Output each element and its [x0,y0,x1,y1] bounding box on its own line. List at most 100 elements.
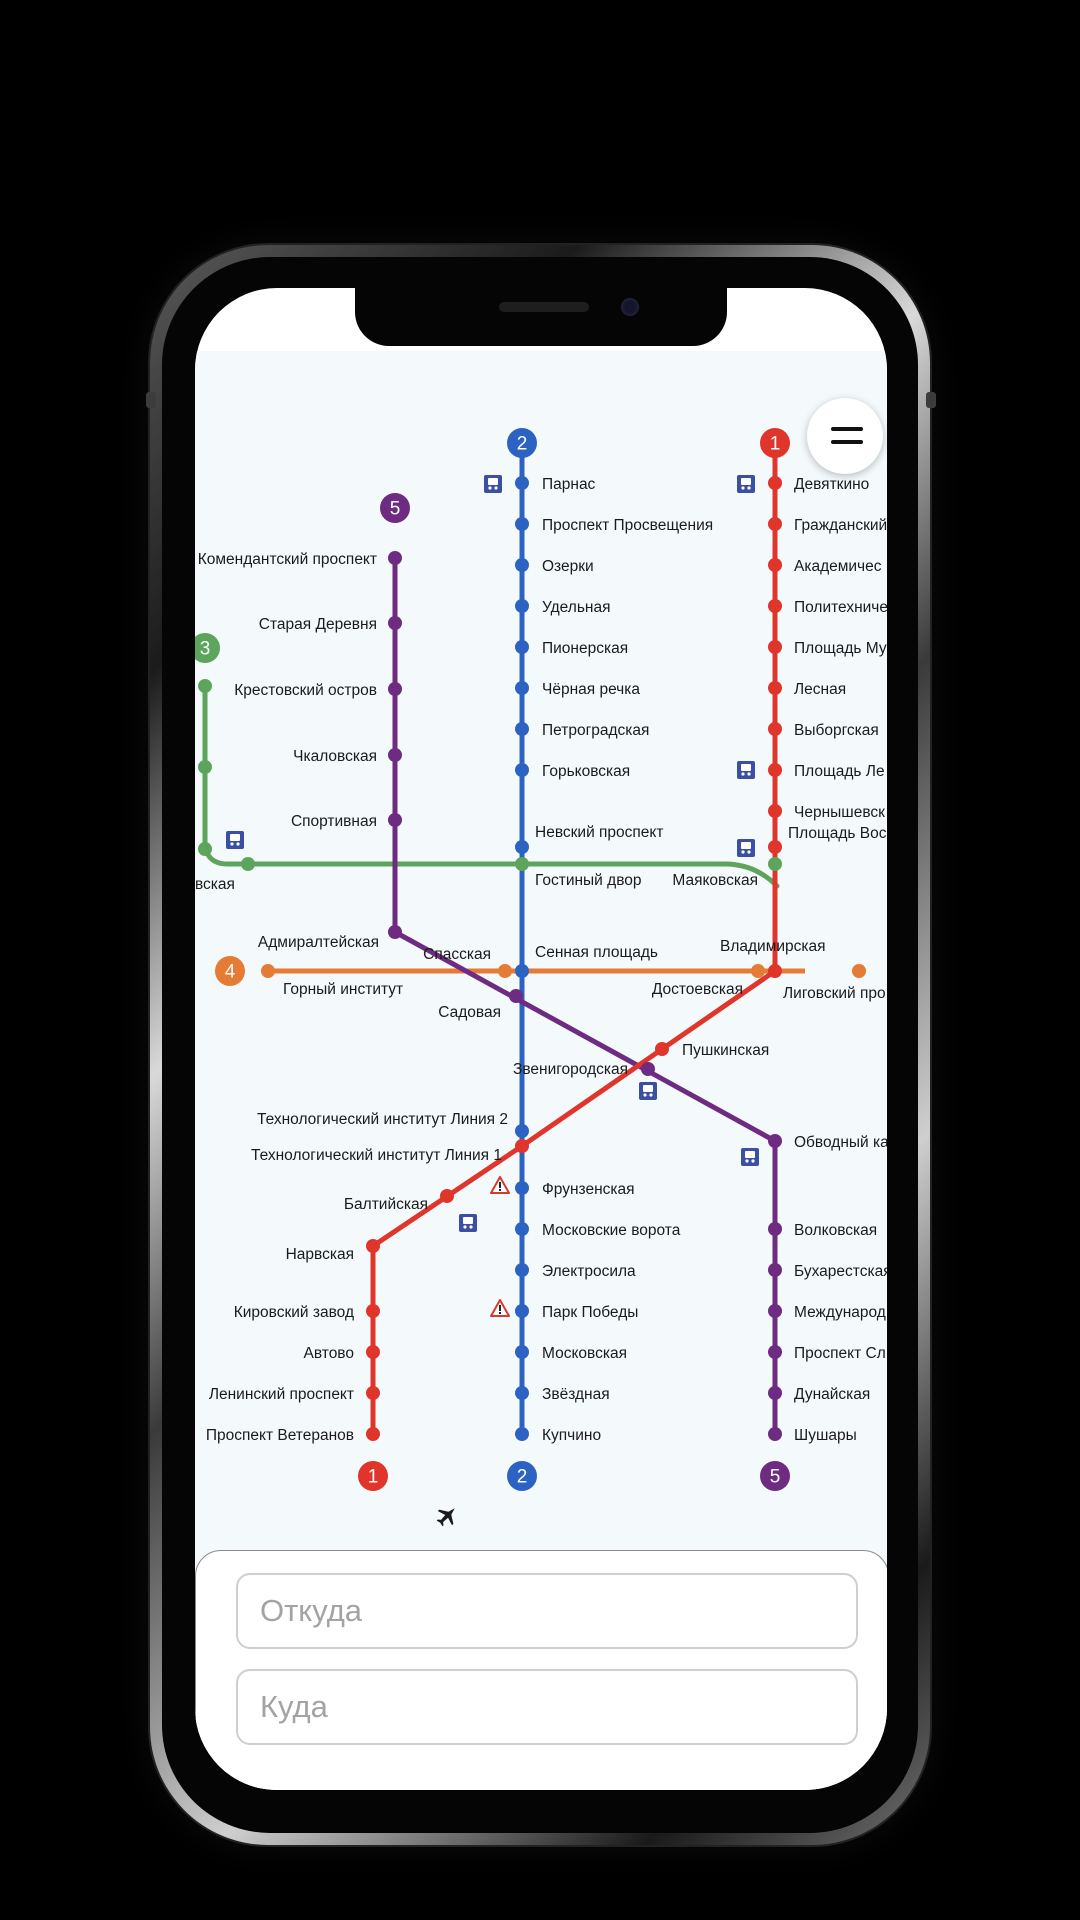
station-label-politekhnicheskaya[interactable]: Политехниче [794,599,887,616]
station-label-lesnaya[interactable]: Лесная [794,681,846,698]
station-dot-petrogradskaya[interactable] [515,722,529,736]
station-label-vyborgskaya[interactable]: Выборгская [794,722,879,739]
station-dot-narvskaya[interactable] [366,1239,380,1253]
station-dot-zvenigorodskaya[interactable] [641,1062,655,1076]
station-label-zvezdnaya[interactable]: Звёздная [542,1386,610,1403]
metro-map-canvas[interactable]: 2 1 5 3 4 1 2 5 Парнас Проспект Просвеще… [195,351,887,1790]
station-label-ligovsky[interactable]: Лиговский про [783,985,886,1002]
station-dot-nevsky[interactable] [515,840,529,854]
station-dot-staraya-derevnya[interactable] [388,616,402,630]
station-label-staraya-derevnya[interactable]: Старая Деревня [259,616,377,633]
station-label-chernaya-rechka[interactable]: Чёрная речка [542,681,640,698]
station-label-frunzenskaya[interactable]: Фрунзенская [542,1181,635,1198]
station-dot-komendantsky[interactable] [388,551,402,565]
station-label-udelnaya[interactable]: Удельная [542,599,610,616]
to-input[interactable] [236,1669,858,1745]
station-label-sportivnaya[interactable]: Спортивная [291,813,377,830]
station-label-ploschad-lenina[interactable]: Площадь Ле [794,763,885,780]
station-dot-baltiyskaya[interactable] [440,1189,454,1203]
station-label-petrogradskaya[interactable]: Петроградская [542,722,649,739]
station-label-dunayskaya[interactable]: Дунайская [794,1386,870,1403]
station-dot-moskovskie-vorota[interactable] [515,1222,529,1236]
station-label-grazhdansky[interactable]: Гражданский [794,517,887,534]
station-dot-vladimirskaya[interactable] [768,964,782,978]
station-dot-gorny[interactable] [261,964,275,978]
station-dot-leninsky[interactable] [366,1386,380,1400]
station-label-avtovo[interactable]: Автово [304,1345,354,1362]
station-label-elektrosila[interactable]: Электросила [542,1263,636,1280]
station-dot-ploschad-muzhestva[interactable] [768,640,782,654]
station-label-baltiyskaya[interactable]: Балтийская [344,1196,428,1213]
station-label-tech-2[interactable]: Технологический институт Линия 2 [257,1111,508,1128]
station-dot-devyatkino[interactable] [768,476,782,490]
station-dot-bukharestskaya[interactable] [768,1263,782,1277]
station-label-obvodny[interactable]: Обводный ка [794,1134,887,1151]
station-dot-udelnaya[interactable] [515,599,529,613]
station-dot-moskovskaya[interactable] [515,1345,529,1359]
station-dot-pushkinskaya[interactable] [655,1042,669,1056]
station-dot-mayakovskaya[interactable] [768,857,782,871]
station-label-admiralteyskaya[interactable]: Адмиралтейская [258,934,379,951]
station-label-ploschad-muzhestva[interactable]: Площадь Му [794,640,887,657]
station-dot-volkovskaya[interactable] [768,1222,782,1236]
station-dot-line3-c[interactable] [198,842,212,856]
station-label-chkalovskaya[interactable]: Чкаловская [293,748,377,765]
station-dot-frunzenskaya[interactable] [515,1181,529,1195]
station-dot-chernyshevskaya[interactable] [768,804,782,818]
station-dot-ozerki[interactable] [515,558,529,572]
station-dot-prospekt-prosvescheniya[interactable] [515,517,529,531]
station-label-chernyshevskaya[interactable]: Чернышевск [794,804,885,821]
station-label-kupchino[interactable]: Купчино [542,1427,601,1444]
station-dot-pionerskaya[interactable] [515,640,529,654]
station-label-moskovskie-vorota[interactable]: Московские ворота [542,1222,681,1239]
station-dot-kupchino[interactable] [515,1427,529,1441]
station-dot-park-pobedy[interactable] [515,1304,529,1318]
station-label-park-pobedy[interactable]: Парк Победы [542,1304,638,1321]
station-label-sennaya[interactable]: Сенная площадь [535,944,658,961]
station-dot-gostiny[interactable] [515,857,529,871]
station-label-ploschad-vosstaniya[interactable]: Площадь Вос [788,825,887,842]
menu-button[interactable] [807,398,883,474]
station-dot-akademicheskaya[interactable] [768,558,782,572]
station-label-zvenigorodskaya[interactable]: Звенигородская [513,1061,628,1078]
station-dot-krestovsky[interactable] [388,682,402,696]
station-dot-tech-1[interactable] [515,1139,529,1153]
station-dot-prospekt-slavy[interactable] [768,1345,782,1359]
station-label-akademicheskaya[interactable]: Академичес [794,558,882,575]
station-label-pionerskaya[interactable]: Пионерская [542,640,628,657]
station-dot-avtovo[interactable] [366,1345,380,1359]
station-label-mezhdunarodnaya[interactable]: Международ [794,1304,886,1321]
station-label-moskovskaya[interactable]: Московская [542,1345,627,1362]
station-label-mayakovskaya[interactable]: Маяковская [672,872,758,889]
station-dot-obvodny[interactable] [768,1134,782,1148]
station-dot-ploschad-vosstaniya[interactable] [768,840,782,854]
station-label-leninsky[interactable]: Ленинский проспект [209,1386,354,1403]
station-dot-ligovsky[interactable] [852,964,866,978]
station-dot-politekhnicheskaya[interactable] [768,599,782,613]
station-dot-lesnaya[interactable] [768,681,782,695]
from-input[interactable] [236,1573,858,1649]
station-label-prospekt-slavy[interactable]: Проспект Сл [794,1345,886,1362]
station-dot-line3-b[interactable] [198,760,212,774]
station-dot-zvezdnaya[interactable] [515,1386,529,1400]
station-dot-sennaya[interactable] [515,964,529,978]
station-dot-chkalovskaya[interactable] [388,748,402,762]
station-label-parnas[interactable]: Парнас [542,476,596,493]
station-label-sadovaya[interactable]: Садовая [438,1004,501,1021]
station-label-gorkovskaya[interactable]: Горьковская [542,763,630,780]
station-label-nevsky[interactable]: Невский проспект [535,824,663,841]
station-dot-elektrosila[interactable] [515,1263,529,1277]
station-dot-vyborgskaya[interactable] [768,722,782,736]
station-dot-spasskaya[interactable] [498,964,512,978]
station-label-vasileostrovskaya[interactable]: вская [195,876,235,893]
station-label-shushary[interactable]: Шушары [794,1427,857,1444]
station-label-krestovsky[interactable]: Крестовский остров [234,682,377,699]
station-dot-gorkovskaya[interactable] [515,763,529,777]
station-label-veteranov[interactable]: Проспект Ветеранов [206,1427,354,1444]
station-dot-parnas[interactable] [515,476,529,490]
station-dot-line3-a[interactable] [198,679,212,693]
station-label-narvskaya[interactable]: Нарвская [286,1246,354,1263]
station-dot-chernaya-rechka[interactable] [515,681,529,695]
station-label-tech-1[interactable]: Технологический институт Линия 1 [251,1147,502,1164]
station-label-ozerki[interactable]: Озерки [542,558,594,575]
